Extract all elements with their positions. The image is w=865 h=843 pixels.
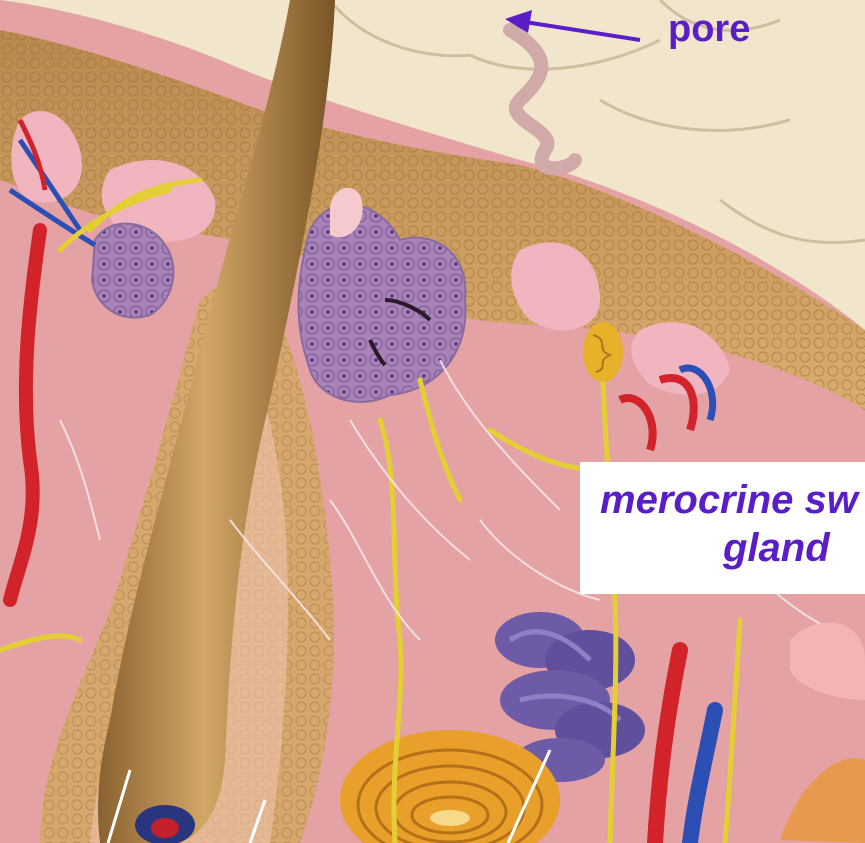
gland-label-line1: merocrine sw [600,478,858,523]
gland-label-box: merocrine sw gland [580,462,865,594]
pore-label: pore [668,8,750,51]
meissner-corpuscle [583,322,623,382]
gland-label-line2: gland [723,526,830,571]
